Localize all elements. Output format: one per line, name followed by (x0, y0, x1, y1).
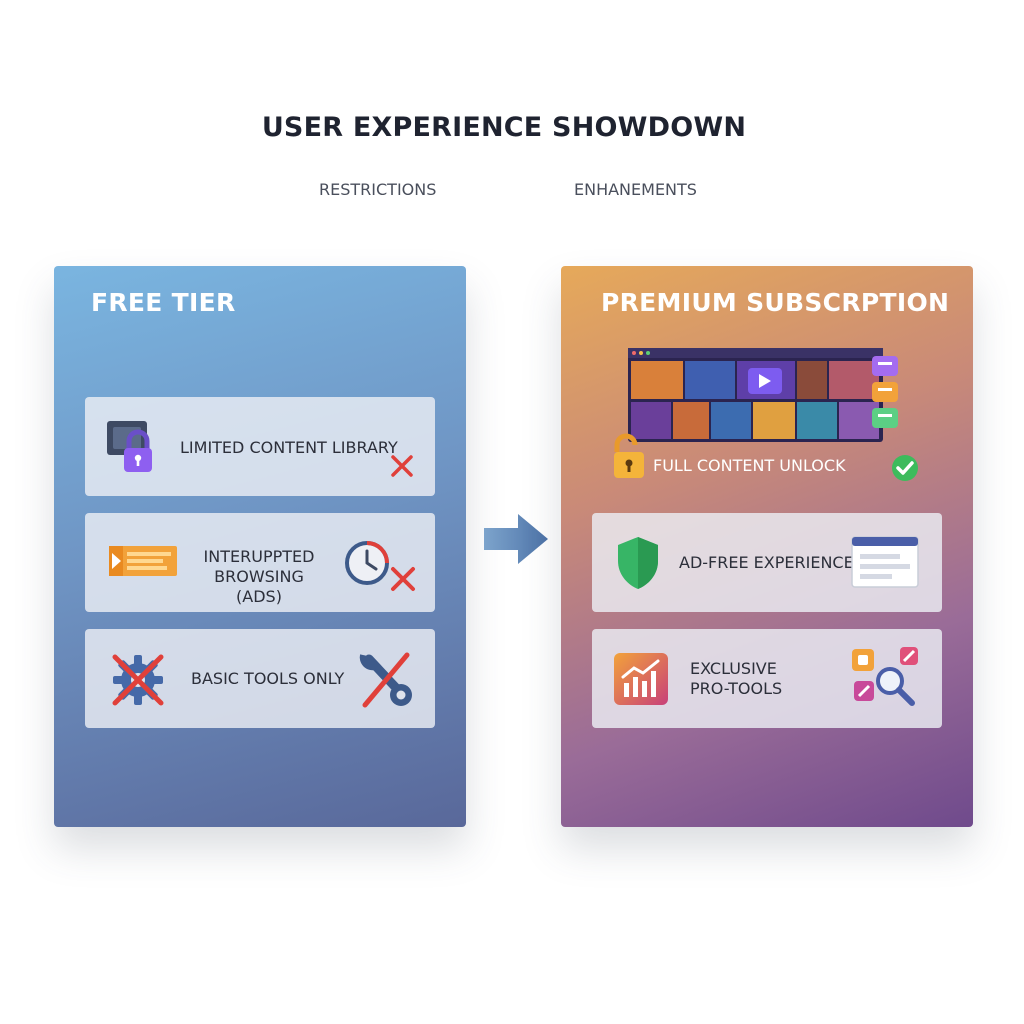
feature-limited-library: LIMITED CONTENT LIBRARY (85, 397, 435, 496)
tools-magnifier-icon (852, 647, 918, 706)
interrupted-line2: BROWSING (ADS) (214, 567, 304, 606)
feature-pro-tools: EXCLUSIVE PRO-TOOLS (592, 629, 942, 728)
content-gallery-icon (628, 348, 898, 442)
red-x-icon (391, 455, 413, 477)
green-check-icon (892, 455, 918, 481)
chart-icon (614, 653, 668, 705)
padlock-icon (107, 421, 152, 472)
crossed-wrench-icon (359, 652, 412, 708)
premium-panel: PREMIUM SUBSCRPTION FULL CONTENT UNLOCK (561, 266, 973, 827)
free-tier-title: FREE TIER (91, 288, 236, 317)
open-padlock-icon (614, 433, 644, 478)
ad-free-label: AD-FREE EXPERIENCE (679, 553, 854, 572)
clock-x-icon (345, 541, 415, 591)
basic-tools-label: BASIC TOOLS ONLY (191, 669, 345, 688)
feature-interrupted-browsing: INTERUPPTED BROWSING (ADS) (85, 513, 435, 612)
restrictions-subtitle: RESTRICTIONS (319, 180, 437, 199)
transition-arrow-icon (484, 514, 548, 564)
feature-ad-free: AD-FREE EXPERIENCE (592, 513, 942, 612)
free-tier-panel: FREE TIER LIMITED CONTENT LIBRARY INTERU… (54, 266, 466, 827)
pro-tools-line1: EXCLUSIVE (690, 659, 777, 678)
interrupted-line1: INTERUPPTED (203, 547, 315, 566)
ad-banner-icon (109, 546, 177, 576)
shield-icon (618, 537, 658, 589)
enhancements-subtitle: ENHANEMENTS (574, 180, 697, 199)
premium-title: PREMIUM SUBSCRPTION (601, 288, 950, 317)
full-content-unlock-label: FULL CONTENT UNLOCK (653, 456, 846, 475)
pro-tools-line2: PRO-TOOLS (690, 679, 783, 698)
page-title: USER EXPERIENCE SHOWDOWN (261, 112, 747, 143)
limited-library-label: LIMITED CONTENT LIBRARY (180, 438, 398, 457)
feature-basic-tools: BASIC TOOLS ONLY (85, 629, 435, 728)
crossed-gear-icon (112, 654, 164, 706)
clean-window-icon (851, 536, 919, 588)
